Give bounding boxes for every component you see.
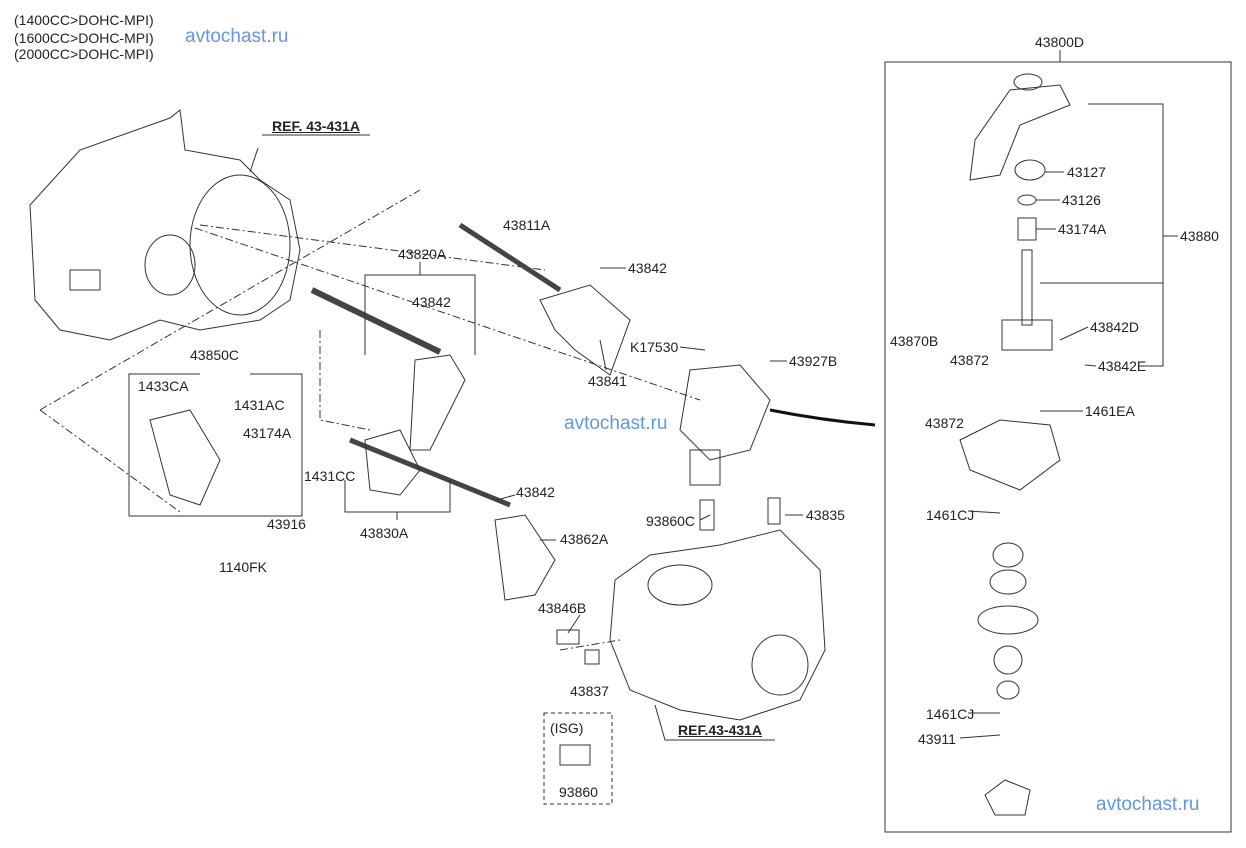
part-label: 43842 xyxy=(628,260,667,276)
part-label: 43126 xyxy=(1062,192,1101,208)
part-label: 43862A xyxy=(560,531,609,547)
part-label: 1140FK xyxy=(219,559,267,575)
part-label: 43127 xyxy=(1067,164,1106,180)
isg-title: (ISG) xyxy=(550,720,584,736)
part-label: 43842 xyxy=(516,484,555,500)
engine-variant-3: (2000CC>DOHC-MPI) xyxy=(14,46,154,62)
part-label: 43916 xyxy=(267,516,306,532)
part-label: 43820A xyxy=(398,246,447,262)
transmission-case-left xyxy=(29,109,301,341)
shift-lever-assembly xyxy=(959,73,1071,816)
part-label: 1431CC xyxy=(304,468,356,484)
part-label: 43870B xyxy=(890,333,939,349)
part-label: 1461CJ xyxy=(926,706,975,722)
part-label: 43880 xyxy=(1180,228,1219,244)
part-label: 43842E xyxy=(1098,358,1147,374)
part-label: 43872 xyxy=(925,415,964,431)
part-label: 1433CA xyxy=(138,378,189,394)
part-label: 93860C xyxy=(646,513,696,529)
part-label: 43842 xyxy=(412,294,451,310)
part-label: 43174A xyxy=(1058,221,1107,237)
part-label: 43911 xyxy=(918,731,956,747)
part-label: 43846B xyxy=(538,600,587,616)
watermark: avtochast.ru xyxy=(1096,794,1200,815)
part-label: 43174A xyxy=(243,425,292,441)
part-label: K17530 xyxy=(630,339,679,355)
part-label: 43830A xyxy=(360,525,409,541)
part-label: 43927B xyxy=(789,353,838,369)
part-label: 1431AC xyxy=(234,397,285,413)
part-label: 43837 xyxy=(570,683,609,699)
assembly-box-frame xyxy=(884,61,1232,833)
assembly-title: 43800D xyxy=(1035,34,1085,50)
engine-variant-2: (1600CC>DOHC-MPI) xyxy=(14,30,154,46)
reference-bottom: REF.43-431A xyxy=(678,722,763,738)
part-label: 1461EA xyxy=(1085,403,1135,419)
part-label: 43835 xyxy=(806,507,845,523)
watermark: avtochast.ru xyxy=(185,26,289,47)
part-label: 43872 xyxy=(950,352,989,368)
part-label: 43811A xyxy=(503,217,551,233)
part-label: 43841 xyxy=(588,373,627,389)
reference-top: REF. 43-431A xyxy=(272,118,360,134)
engine-variant-1: (1400CC>DOHC-MPI) xyxy=(14,12,154,28)
part-label: 93860 xyxy=(559,784,598,800)
part-label: 43850C xyxy=(190,347,240,363)
transmission-case-lower xyxy=(609,529,826,721)
watermark: avtochast.ru xyxy=(564,413,668,434)
part-label: 43842D xyxy=(1090,319,1140,335)
shift-control-center xyxy=(679,364,771,486)
part-label: 1461CJ xyxy=(926,507,975,523)
